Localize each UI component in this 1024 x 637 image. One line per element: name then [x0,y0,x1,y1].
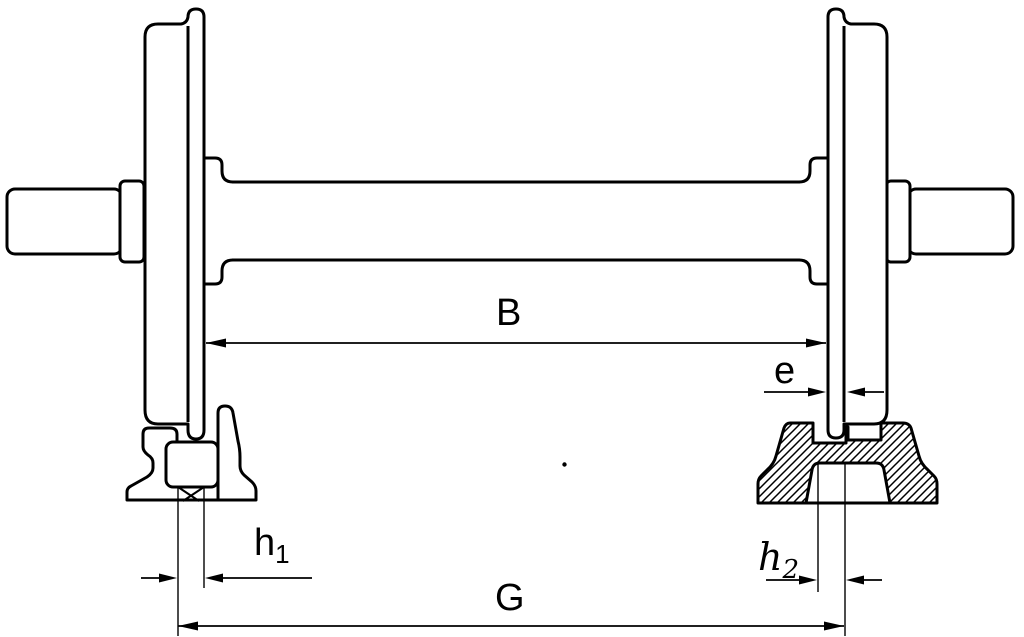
dimension-h1 [141,573,312,583]
arrowhead-left [178,621,198,631]
arrowhead-right [824,621,844,631]
left-collar [118,179,146,264]
dim-label-h2-sub: 2 [782,555,800,585]
right-wheel [826,7,889,440]
dimension-B [206,338,826,348]
dimension-G [178,621,844,631]
dim-label-B: B [496,292,522,334]
arrowhead-right [806,338,826,348]
dim-label-h2-base: h [758,535,783,579]
right-hub [797,156,830,184]
rail-foot-cross [177,486,205,502]
chair-block-section [756,421,939,505]
right-journal [906,187,1015,256]
dim-label-e: e [774,350,796,392]
rail-chamber [164,440,220,489]
arrowhead-left [846,575,864,585]
right-collar [884,179,912,264]
left-rail-assembly [125,404,258,502]
left-journal [5,187,124,256]
arrowhead-right [159,573,177,583]
dim-label-h1-sub: 1 [275,539,290,569]
arrowhead-left [205,573,223,583]
right-chair-block [756,421,939,505]
check-block [216,404,258,502]
center-dot [562,462,567,467]
extension-lines [177,464,846,636]
right-hub [797,258,830,286]
dim-label-h1-base: h [254,522,276,564]
dimension-e [764,387,884,397]
arrowhead-left [847,387,865,397]
left-wheel [143,7,206,441]
left-hub [202,258,235,286]
axle [5,156,1015,286]
dim-label-h1: h1 [254,524,290,567]
wheels [143,7,889,441]
arrowhead-right [799,575,817,585]
arrowhead-right [808,387,826,397]
left-hub [202,156,235,184]
dimension-h2 [766,575,882,585]
dim-label-G: G [495,577,525,619]
arrowhead-left [206,338,226,348]
dim-label-h2: h2 [758,538,799,583]
